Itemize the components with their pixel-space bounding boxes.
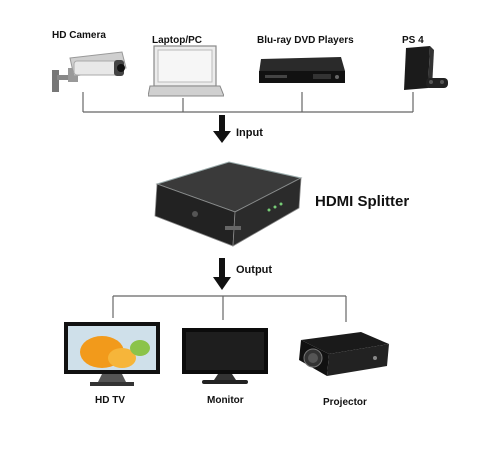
input-arrow xyxy=(213,131,231,143)
input-label: Input xyxy=(236,127,263,139)
tv-icon xyxy=(64,322,160,386)
output-arrow xyxy=(213,277,231,290)
cctv-camera-icon xyxy=(52,51,127,92)
output-label: Output xyxy=(236,264,273,276)
projector-icon xyxy=(299,332,389,376)
output-label-monitor: Monitor xyxy=(207,395,244,406)
output-label-projector: Projector xyxy=(323,397,367,408)
source-label-bluray: Blu-ray DVD Players xyxy=(257,35,354,46)
source-label-laptop: Laptop/PC xyxy=(152,35,202,46)
output-label-hd-tv: HD TV xyxy=(95,395,125,406)
laptop-icon xyxy=(148,45,224,97)
hdmi-splitter-icon xyxy=(154,161,303,247)
ps4-console-icon xyxy=(404,46,448,90)
monitor-icon xyxy=(182,328,268,384)
bluray-player-icon xyxy=(259,57,345,83)
source-label-ps4: PS 4 xyxy=(402,35,424,46)
splitter-label: HDMI Splitter xyxy=(315,193,410,210)
source-label-hd-camera: HD Camera xyxy=(52,30,106,41)
